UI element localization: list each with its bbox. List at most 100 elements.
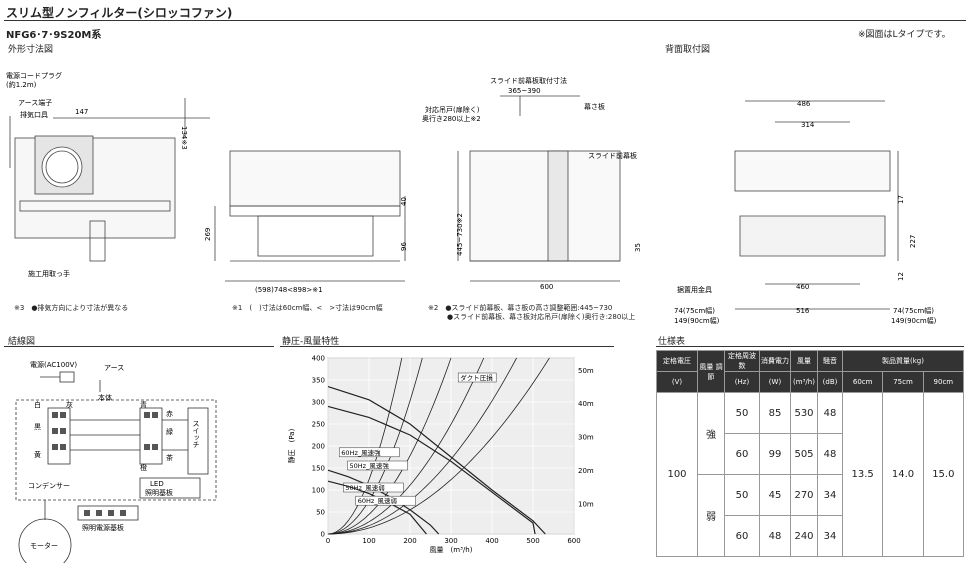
chart-ylabel: 静圧 (Pa) [287,428,296,463]
spec-w75: 14.0 [882,392,924,557]
series-line [327,405,536,535]
duct-curve [327,357,485,535]
section-outline: 外形寸法図 [8,45,54,55]
exhaust-circle [41,146,83,188]
note-2b: ●スライド前幕板、幕さ板対応吊戸(扉除く)奥行き:280以上 [447,313,636,321]
svg-text:茶: 茶 [166,453,173,462]
y-tick-label: 250 [312,421,325,429]
spec-h-freq: 定格周波数 [724,350,760,372]
svg-text:黒: 黒 [34,423,41,431]
y-tick-label: 400 [312,355,325,363]
model-name: NFG6･7･9S20M系 [6,30,102,41]
dim-35: 35 [634,243,642,252]
svg-text:黄: 黄 [34,450,41,459]
series-label-text: 60Hz_風速強 [341,449,381,457]
spec-h-weight: 製品質量(kg) [842,350,964,372]
label-top-plate: 幕さ板 [584,102,605,111]
hood-front-mid [229,150,401,207]
dim-17: 17 [897,195,905,204]
spec-strong: 強 [697,392,725,475]
note-3: ※3 ●排気方向により寸法が異なる [14,304,129,312]
dim-149-left: 149(90cm幅) [674,316,720,325]
label-exhaust: 排気口具 [20,110,48,119]
right-tick-label: 20m [578,467,594,475]
right-tick-label: 40m [578,400,594,408]
x-tick-label: 500 [526,537,539,545]
label-power-board: 照明電源基板 [82,523,124,532]
label-led-board: 照明基板 [145,488,173,497]
page-title: スリム型ノンフィルター(シロッコファン) [6,6,233,20]
right-tick-label: 30m [578,434,594,442]
series-label-text: 60Hz_風速弱 [358,497,397,505]
duct-curve [327,357,550,535]
pq-chart: 60Hz_風速強 50Hz_風速強 50Hz_風速弱 60Hz_風速弱 ダクト圧損 0 1… [287,355,594,555]
label-back-depth: 奥行き280以上※2 [422,114,481,123]
dim-149-right: 149(90cm幅) [891,316,937,325]
y-tick-label: 0 [321,531,325,539]
hood-rear [734,150,891,192]
dim-slide-range: 365~390 [508,87,541,95]
spec-w90: 15.0 [922,392,965,557]
label-cord: 電源コードプラグ [6,71,62,80]
outline-drawing: 電源コードプラグ (約1.2m) アース端子 排気口具 147 134※3 施工… [6,71,937,325]
series-label-text: 50Hz_風速弱 [345,484,384,492]
section-wiring: 結線図 [8,337,36,347]
label-slide: スライド前幕板取付寸法 [490,76,567,85]
series-label-box [339,447,400,458]
spec-h-adjust: 風量 調節 [697,350,725,393]
dim-227: 227 [909,235,917,248]
svg-text:橙: 橙 [140,463,147,472]
right-tick-label: 50m [578,367,594,375]
x-tick-label: 100 [362,537,375,545]
dim-96: 96 [400,242,408,251]
label-capacitor: コンデンサー [28,481,70,490]
dim-40: 40 [400,197,408,206]
x-tick-label: 300 [444,537,457,545]
label-switch: スイッチ [192,420,200,448]
svg-text:赤: 赤 [166,410,173,418]
series-label: 60Hz_風速弱 [355,495,416,506]
dim-516: 516 [796,307,810,315]
dim-width: (598)748<898>※1 [255,286,323,294]
dim-460: 460 [796,283,809,291]
series-label-box [347,460,408,471]
label-wiring-earth: アース [104,364,124,372]
dim-314: 314 [801,121,815,129]
spec-h-flow: 風量 [790,350,818,372]
section-pq: 静圧-風量特性 [282,337,340,347]
dim-486: 486 [797,100,811,108]
note-1: ※1 ( )寸法は60cm幅、< >寸法は90cm幅 [232,304,383,312]
dim-269: 269 [204,228,212,241]
section-spec: 仕様表 [658,337,686,347]
svg-text:白: 白 [34,400,41,409]
duct-label: ダクト圧損 [457,372,497,383]
label-led: LED [150,480,164,488]
svg-text:緑: 緑 [166,427,173,436]
y-tick-label: 100 [312,487,325,495]
label-body: 本体 [98,393,112,402]
y-tick-label: 300 [312,399,325,407]
dim-600: 600 [540,283,553,291]
label-back-rail: 対応吊戸(扉除く) [425,105,480,114]
x-tick-label: 600 [567,537,580,545]
spec-weak: 弱 [697,474,725,557]
wiring-diagram: 電源(AC100V) アース 本体 白 灰 黒 黄 赤 青 緑 橙 茶 スイッチ… [15,360,217,563]
series-label: 50Hz_風速強 [347,460,408,471]
duct-curve [327,357,517,535]
x-tick-label: 0 [326,537,330,545]
series-label: 60Hz_風速強 [339,447,400,458]
label-power: 電源(AC100V) [30,360,77,369]
hood-side [469,150,621,262]
svg-text:灰: 灰 [66,400,73,409]
dim-74-left: 74(75cm幅) [674,306,715,315]
chart-xlabel: 風量 (m³/h) [430,546,473,554]
dim-147: 147 [75,108,88,116]
label-cord-len: (約1.2m) [6,80,37,89]
note-top: ※図面はLタイプです。 [858,30,951,40]
right-tick-label: 10m [578,501,594,509]
spec-w60: 13.5 [841,392,884,557]
label-construction: 施工用取っ手 [28,269,70,278]
duct-label-box [457,372,497,383]
dim-445: 445~730※2 [456,213,464,256]
svg-text:青: 青 [140,400,147,409]
